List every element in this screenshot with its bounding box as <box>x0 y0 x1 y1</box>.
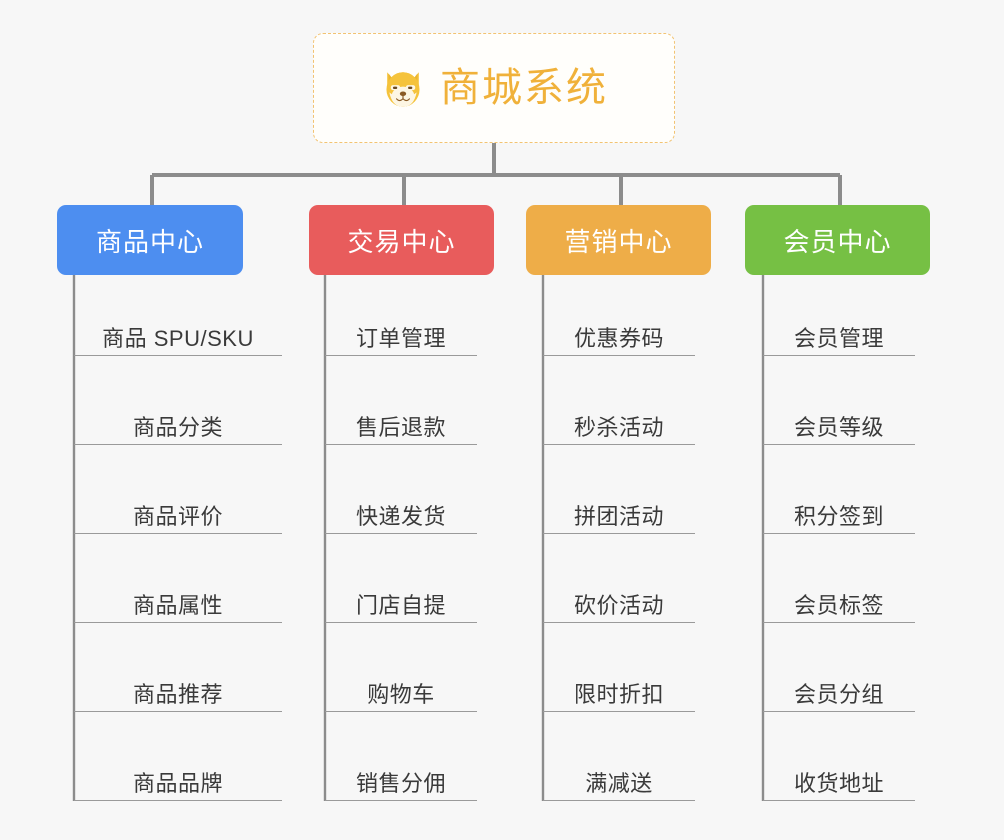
category-label: 营销中心 <box>564 226 673 257</box>
category-label: 商品中心 <box>95 226 204 257</box>
category-box-2[interactable]: 交易中心 <box>309 205 494 275</box>
leaf-item[interactable]: 商品推荐 <box>74 666 282 712</box>
leaf-item-label: 积分签到 <box>793 503 884 529</box>
leaf-item[interactable]: 满减送 <box>543 755 695 801</box>
leaf-item[interactable]: 会员管理 <box>763 310 915 356</box>
leaf-item-label: 商品属性 <box>132 592 223 618</box>
category-label: 会员中心 <box>783 226 892 257</box>
leaf-item[interactable]: 售后退款 <box>325 399 477 445</box>
leaf-item-label: 门店自提 <box>355 592 446 618</box>
leaf-item[interactable]: 商品分类 <box>74 399 282 445</box>
shiba-dog-face-icon <box>386 72 420 107</box>
leaf-item-label: 会员标签 <box>793 592 884 618</box>
leaf-item[interactable]: 砍价活动 <box>543 577 695 623</box>
leaf-item[interactable]: 商品属性 <box>74 577 282 623</box>
leaf-item-label: 快递发货 <box>355 503 446 529</box>
leaf-item-label: 会员等级 <box>793 414 884 440</box>
root-node[interactable]: 商城系统 <box>313 33 675 143</box>
leaf-item[interactable]: 会员标签 <box>763 577 915 623</box>
leaf-item-label: 销售分佣 <box>355 770 446 796</box>
leaf-item[interactable]: 销售分佣 <box>325 755 477 801</box>
leaf-item-label: 秒杀活动 <box>573 414 664 440</box>
leaf-item[interactable]: 会员分组 <box>763 666 915 712</box>
leaf-item-label: 会员分组 <box>793 681 884 707</box>
category-box-4[interactable]: 会员中心 <box>745 205 930 275</box>
leaf-item[interactable]: 商品品牌 <box>74 755 282 801</box>
leaf-item[interactable]: 积分签到 <box>763 488 915 534</box>
leaf-item[interactable]: 快递发货 <box>325 488 477 534</box>
leaf-item[interactable]: 限时折扣 <box>543 666 695 712</box>
leaf-item[interactable]: 门店自提 <box>325 577 477 623</box>
leaf-item-label: 拼团活动 <box>573 503 664 529</box>
leaf-item-label: 优惠券码 <box>573 325 664 351</box>
leaf-item-label: 限时折扣 <box>573 681 664 707</box>
leaf-item-label: 售后退款 <box>355 414 446 440</box>
leaf-item[interactable]: 秒杀活动 <box>543 399 695 445</box>
root-title: 商城系统 <box>440 66 608 110</box>
leaf-item-label: 满减送 <box>585 770 653 796</box>
leaf-item-label: 商品推荐 <box>132 681 223 707</box>
leaf-item[interactable]: 优惠券码 <box>543 310 695 356</box>
category-box-1[interactable]: 商品中心 <box>57 205 243 275</box>
leaf-item[interactable]: 收货地址 <box>763 755 915 801</box>
leaf-item[interactable]: 商品 SPU/SKU <box>74 310 282 356</box>
leaf-item-label: 商品分类 <box>132 414 223 440</box>
leaf-item-label: 商品评价 <box>132 503 223 529</box>
leaf-item-label: 砍价活动 <box>573 592 664 618</box>
leaf-item[interactable]: 订单管理 <box>325 310 477 356</box>
leaf-item-label: 收货地址 <box>793 770 884 796</box>
leaf-item[interactable]: 会员等级 <box>763 399 915 445</box>
category-box-3[interactable]: 营销中心 <box>526 205 711 275</box>
leaf-item[interactable]: 拼团活动 <box>543 488 695 534</box>
leaf-item-label: 商品 SPU/SKU <box>102 325 254 351</box>
leaf-item-label: 会员管理 <box>793 325 884 351</box>
leaf-item-label: 订单管理 <box>355 325 446 351</box>
leaf-item[interactable]: 商品评价 <box>74 488 282 534</box>
category-label: 交易中心 <box>347 226 456 257</box>
leaf-item-label: 商品品牌 <box>132 770 223 796</box>
leaf-item-label: 购物车 <box>367 681 435 707</box>
leaf-item[interactable]: 购物车 <box>325 666 477 712</box>
